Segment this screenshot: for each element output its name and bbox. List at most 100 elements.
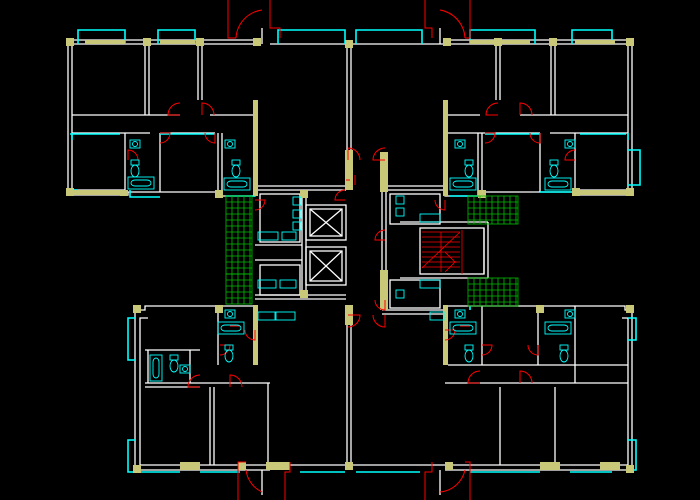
column-layer <box>66 38 634 473</box>
bathtub <box>452 324 474 332</box>
wall-layer <box>67 28 633 495</box>
kitchen-sink <box>257 311 277 321</box>
basin-bowl <box>227 311 233 317</box>
basin <box>454 139 466 149</box>
door-swing <box>244 329 256 341</box>
bathtub <box>449 177 477 191</box>
toilet-tank <box>169 354 179 361</box>
bathtub <box>544 321 572 335</box>
kitchen-counter <box>389 193 441 225</box>
toilet-bowl <box>559 349 569 363</box>
kitchen-sink <box>257 279 277 289</box>
wall-outline <box>578 44 629 191</box>
toilet-tank <box>549 159 559 166</box>
fixture-layer <box>127 139 576 382</box>
column <box>215 190 223 198</box>
column <box>253 38 261 46</box>
column <box>238 462 246 470</box>
door-swing <box>159 132 171 144</box>
door-layer <box>127 0 576 500</box>
basin-bowl <box>457 141 463 147</box>
door-swing <box>254 199 266 211</box>
door-swing <box>235 9 263 39</box>
basin <box>129 139 141 149</box>
door-swing <box>467 370 481 384</box>
toilet-bowl <box>224 349 234 363</box>
column <box>575 190 630 195</box>
basin <box>224 309 236 319</box>
stair-layer <box>421 230 463 274</box>
elevator-cross <box>309 208 343 237</box>
window <box>127 317 135 361</box>
window <box>127 439 135 473</box>
column <box>160 40 195 44</box>
column <box>626 38 634 46</box>
door-frame <box>465 461 471 500</box>
door-swing <box>201 102 215 116</box>
window <box>277 29 346 44</box>
kitchen-sink <box>429 311 445 321</box>
column <box>626 465 634 473</box>
bathtub <box>149 354 163 382</box>
floor-tile-layer <box>225 195 519 307</box>
tile-border <box>225 273 253 305</box>
door-swing <box>434 199 446 211</box>
toilet-tank <box>559 344 569 351</box>
stair-break <box>421 231 461 269</box>
column <box>196 38 204 46</box>
column <box>549 38 557 46</box>
door-frame <box>227 0 236 39</box>
window <box>355 29 423 44</box>
stove <box>292 221 302 231</box>
door-swing <box>245 469 263 493</box>
bathtub <box>544 177 572 191</box>
column <box>215 305 223 313</box>
elevator-cross <box>309 250 343 282</box>
elevator-shaft <box>309 250 343 282</box>
toilet-bowl <box>231 164 241 178</box>
window-layer <box>70 29 641 473</box>
basin-bowl <box>457 311 463 317</box>
door-swing <box>519 102 533 116</box>
kitchen-counter <box>389 279 441 309</box>
basin-bowl <box>567 141 573 147</box>
door-swing <box>127 149 139 161</box>
column <box>345 40 353 48</box>
column <box>133 465 141 473</box>
column <box>85 40 125 44</box>
column <box>575 40 615 44</box>
door-swing <box>519 370 533 384</box>
door-swing <box>527 344 539 356</box>
column <box>253 140 258 196</box>
bathtub <box>226 180 248 188</box>
door-frame <box>237 461 246 500</box>
door-swing <box>347 147 361 161</box>
basin <box>454 309 466 319</box>
bathtub <box>152 357 160 379</box>
kitchen-sink <box>274 311 296 321</box>
bathtub <box>547 324 569 332</box>
column <box>443 100 448 160</box>
door-swing <box>481 344 493 356</box>
wall-outline <box>67 40 256 197</box>
stove <box>292 209 302 219</box>
door-swing <box>444 329 456 341</box>
column <box>120 190 128 196</box>
basin <box>564 309 576 319</box>
stove <box>395 289 405 299</box>
bathtub <box>127 176 155 190</box>
door-swing <box>204 132 216 144</box>
door-frame <box>424 462 433 500</box>
door-swing <box>334 189 346 201</box>
bathtub <box>130 179 152 187</box>
column <box>68 190 123 195</box>
column <box>66 38 74 46</box>
tile-border <box>467 277 519 307</box>
door-frame <box>284 462 291 500</box>
tile-border <box>467 195 519 225</box>
door-swing <box>229 374 243 388</box>
window <box>129 190 160 198</box>
window <box>77 29 126 44</box>
